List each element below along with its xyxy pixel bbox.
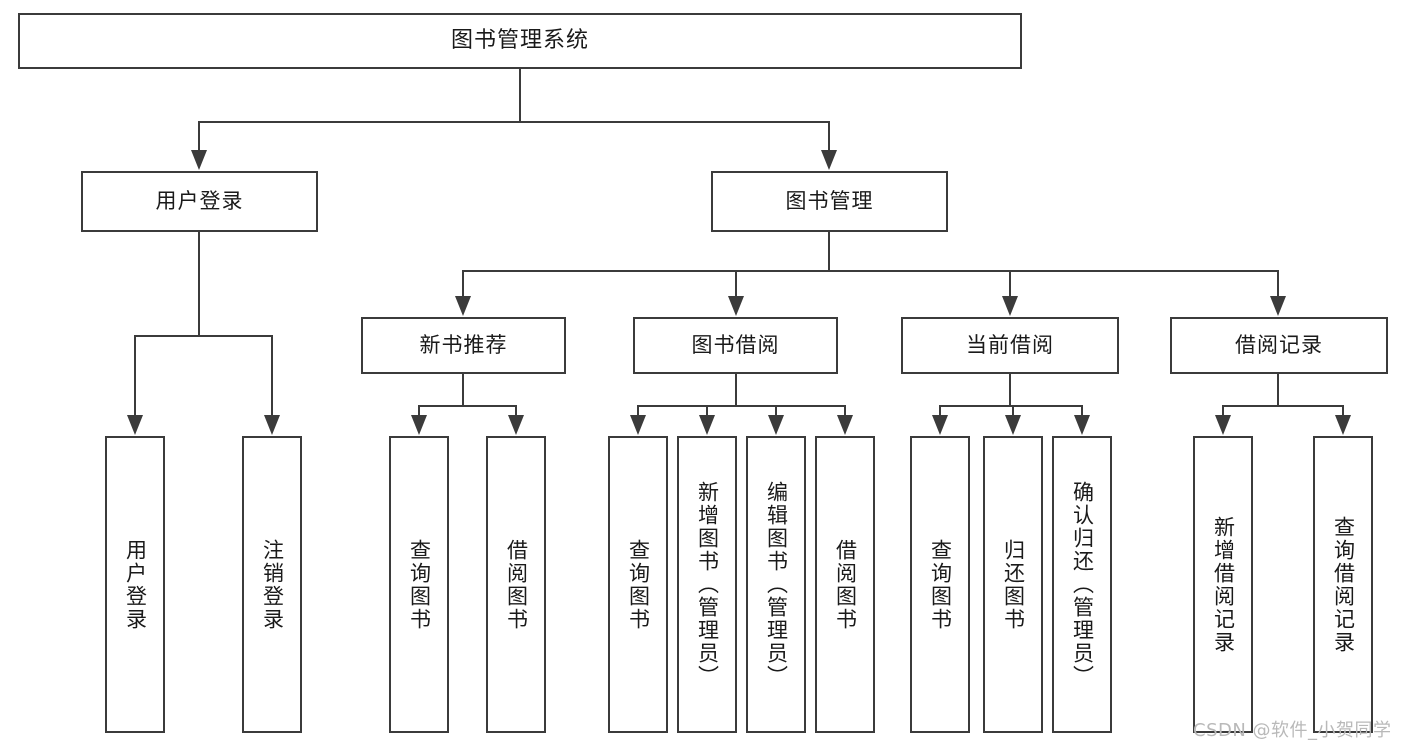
connector-new-book-rec-bus [418,405,517,407]
node-label: 图书管理系统 [450,27,589,53]
node-label: 查询图书 [928,538,953,631]
connector-br-leaf-2 [1342,405,1344,417]
node-root-system[interactable]: 图书管理系统 [18,13,1022,69]
arrowhead-leaf-logout [264,415,280,435]
node-new-book-recommend[interactable]: 新书推荐 [361,317,566,374]
connector-borrow-record-bus [1222,405,1343,407]
leaf-cb-return-book[interactable]: 归还图书 [983,436,1043,733]
connector-bb-leaf-1 [637,405,639,417]
connector-cb-leaf-1 [939,405,941,417]
arrowhead-to-borrow-record [1270,296,1286,316]
node-borrow-record[interactable]: 借阅记录 [1170,317,1388,374]
node-label: 图书借阅 [691,332,780,357]
connector-to-borrow-record [1277,270,1279,297]
node-label: 新书推荐 [419,332,508,357]
leaf-logout[interactable]: 注销登录 [242,436,302,733]
leaf-bb-borrow-book[interactable]: 借阅图书 [815,436,875,733]
leaf-nbr-query-book[interactable]: 查询图书 [389,436,449,733]
connector-nbr-leaf-1 [418,405,420,417]
node-label: 新增图书（管理员） [695,481,720,688]
arrowhead-br-add-record [1215,415,1231,435]
connector-bb-leaf-3 [775,405,777,417]
connector-borrow-record-stem [1277,374,1279,406]
leaf-cb-confirm-return-admin[interactable]: 确认归还（管理员） [1052,436,1112,733]
connector-user-login-bus [134,335,271,337]
node-user-login[interactable]: 用户登录 [81,171,318,232]
leaf-bb-query-book[interactable]: 查询图书 [608,436,668,733]
arrowhead-leaf-user-login [127,415,143,435]
arrowhead-nbr-query-book [411,415,427,435]
arrowhead-bb-query-book [630,415,646,435]
arrowhead-to-book-mgmt [821,150,837,170]
node-label: 归还图书 [1001,538,1026,631]
connector-root-to-user-login [198,121,200,151]
arrowhead-cb-query-book [932,415,948,435]
connector-nbr-leaf-2 [515,405,517,417]
connector-root-bus [198,121,830,123]
arrowhead-bb-edit-book [768,415,784,435]
arrowhead-to-current-borrow [1002,296,1018,316]
node-label: 借阅记录 [1235,332,1323,357]
node-label: 确认归还（管理员） [1070,481,1095,688]
leaf-user-login[interactable]: 用户登录 [105,436,165,733]
node-label: 编辑图书（管理员） [764,481,789,688]
node-label: 借阅图书 [833,538,858,631]
connector-book-mgmt-stem [828,232,830,271]
leaf-bb-edit-book-admin[interactable]: 编辑图书（管理员） [746,436,806,733]
leaf-br-query-record[interactable]: 查询借阅记录 [1313,436,1373,733]
arrowhead-br-query-record [1335,415,1351,435]
connector-bb-leaf-2 [706,405,708,417]
connector-current-borrow-bus [939,405,1083,407]
arrowhead-to-user-login [191,150,207,170]
node-label: 用户登录 [123,538,148,631]
connector-book-borrow-stem [735,374,737,406]
connector-user-login-leaf-1 [134,335,136,416]
connector-user-login-leaf-2 [271,335,273,416]
connector-new-book-rec-stem [462,374,464,406]
connector-to-current-borrow [1009,270,1011,297]
connector-cb-leaf-2 [1012,405,1014,417]
node-label: 注销登录 [260,538,285,631]
arrowhead-cb-confirm-return [1074,415,1090,435]
node-label: 查询借阅记录 [1331,515,1356,654]
connector-current-borrow-stem [1009,374,1011,406]
node-book-borrow[interactable]: 图书借阅 [633,317,838,374]
connector-root-to-book-mgmt [828,121,830,151]
arrowhead-cb-return-book [1005,415,1021,435]
node-label: 用户登录 [155,188,244,213]
arrowhead-bb-add-book [699,415,715,435]
arrowhead-nbr-borrow-book [508,415,524,435]
node-label: 借阅图书 [504,538,529,631]
connector-book-mgmt-bus [462,270,1279,272]
connector-bb-leaf-4 [844,405,846,417]
leaf-cb-query-book[interactable]: 查询图书 [910,436,970,733]
node-label: 图书管理 [785,188,874,213]
connector-book-borrow-bus [637,405,845,407]
connector-user-login-stem [198,232,200,336]
node-label: 当前借阅 [966,332,1054,357]
arrowhead-to-new-book-rec [455,296,471,316]
node-book-management[interactable]: 图书管理 [711,171,948,232]
connector-to-book-borrow [735,270,737,297]
connector-to-new-book-rec [462,270,464,297]
node-label: 新增借阅记录 [1211,515,1236,654]
connector-br-leaf-1 [1222,405,1224,417]
leaf-bb-add-book-admin[interactable]: 新增图书（管理员） [677,436,737,733]
arrowhead-bb-borrow-book [837,415,853,435]
node-label: 查询图书 [626,538,651,631]
connector-root-stem [519,69,521,122]
watermark-text: CSDN @软件_小贺同学 [1193,720,1392,741]
leaf-nbr-borrow-book[interactable]: 借阅图书 [486,436,546,733]
node-current-borrow[interactable]: 当前借阅 [901,317,1119,374]
connector-cb-leaf-3 [1081,405,1083,417]
node-label: 查询图书 [407,538,432,631]
leaf-br-add-record[interactable]: 新增借阅记录 [1193,436,1253,733]
arrowhead-to-book-borrow [728,296,744,316]
